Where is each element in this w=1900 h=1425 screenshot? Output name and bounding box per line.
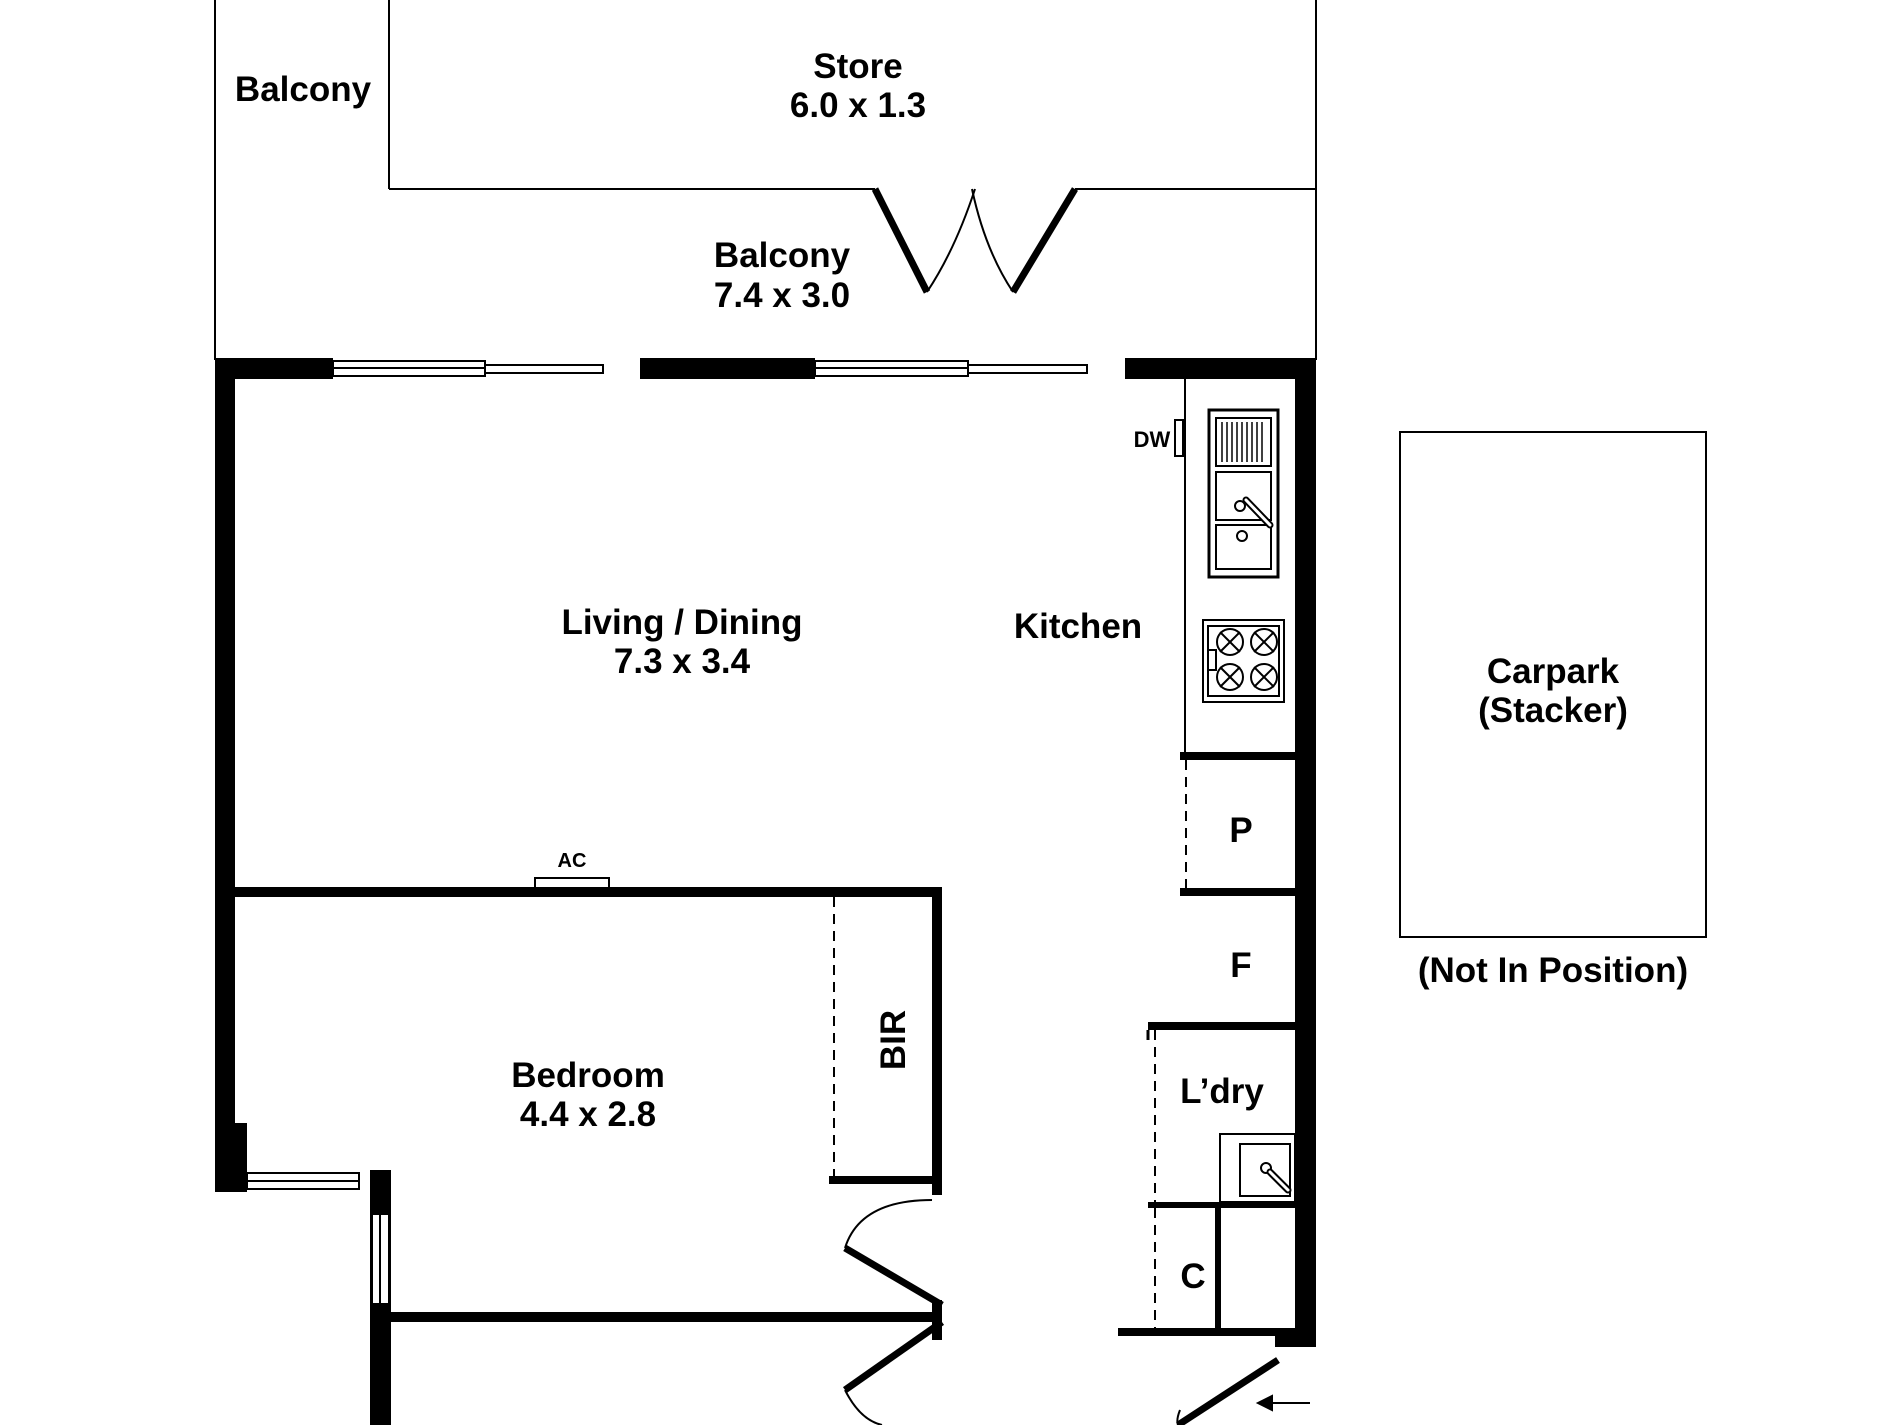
cooktop-icon <box>1202 619 1285 703</box>
balcony-main-name: Balcony <box>714 236 851 275</box>
dishwasher-icon <box>1174 419 1184 457</box>
cupboard-name: C <box>1180 1257 1205 1296</box>
kitchen-name: Kitchen <box>1014 607 1142 646</box>
bir-name: BIR <box>874 1010 913 1070</box>
bedroom-window-horizontal <box>246 1172 360 1190</box>
store-name: Store <box>813 47 902 86</box>
balcony-side-name: Balcony <box>235 70 372 109</box>
store-dims: 6.0 x 1.3 <box>790 86 926 125</box>
sliding-door-right <box>814 360 1088 377</box>
ac-unit <box>534 877 610 889</box>
bedroom-name: Bedroom <box>511 1056 665 1095</box>
bedroom-door <box>842 1199 945 1425</box>
balcony-main-dims: 7.4 x 3.0 <box>714 276 850 315</box>
sliding-door-left <box>332 360 604 377</box>
bedroom-dims: 4.4 x 2.8 <box>520 1095 656 1134</box>
dashed-boundaries <box>833 760 1187 1328</box>
laundry-name: L’dry <box>1180 1072 1264 1111</box>
laundry-tub-icon <box>1219 1133 1296 1203</box>
entry-arrow-icon <box>1255 1394 1310 1412</box>
pantry-name: P <box>1229 811 1252 850</box>
living-dining-dims: 7.3 x 3.4 <box>614 642 751 681</box>
carpark-note: (Not In Position) <box>1418 951 1688 990</box>
carpark-name: Carpark <box>1487 652 1620 691</box>
store-outline <box>388 0 1317 190</box>
living-dining-name: Living / Dining <box>561 603 802 642</box>
dishwasher-label: DW <box>1134 427 1171 452</box>
fridge-name: F <box>1230 946 1251 985</box>
carpark-type: (Stacker) <box>1478 691 1628 730</box>
entry-door <box>1176 1357 1280 1425</box>
walls <box>215 358 1316 1425</box>
bedroom-window-vertical <box>371 1213 390 1305</box>
store-double-door <box>871 187 1078 294</box>
carpark-outline <box>1399 431 1707 938</box>
ac-label: AC <box>558 850 587 872</box>
sink-icon <box>1207 408 1280 579</box>
